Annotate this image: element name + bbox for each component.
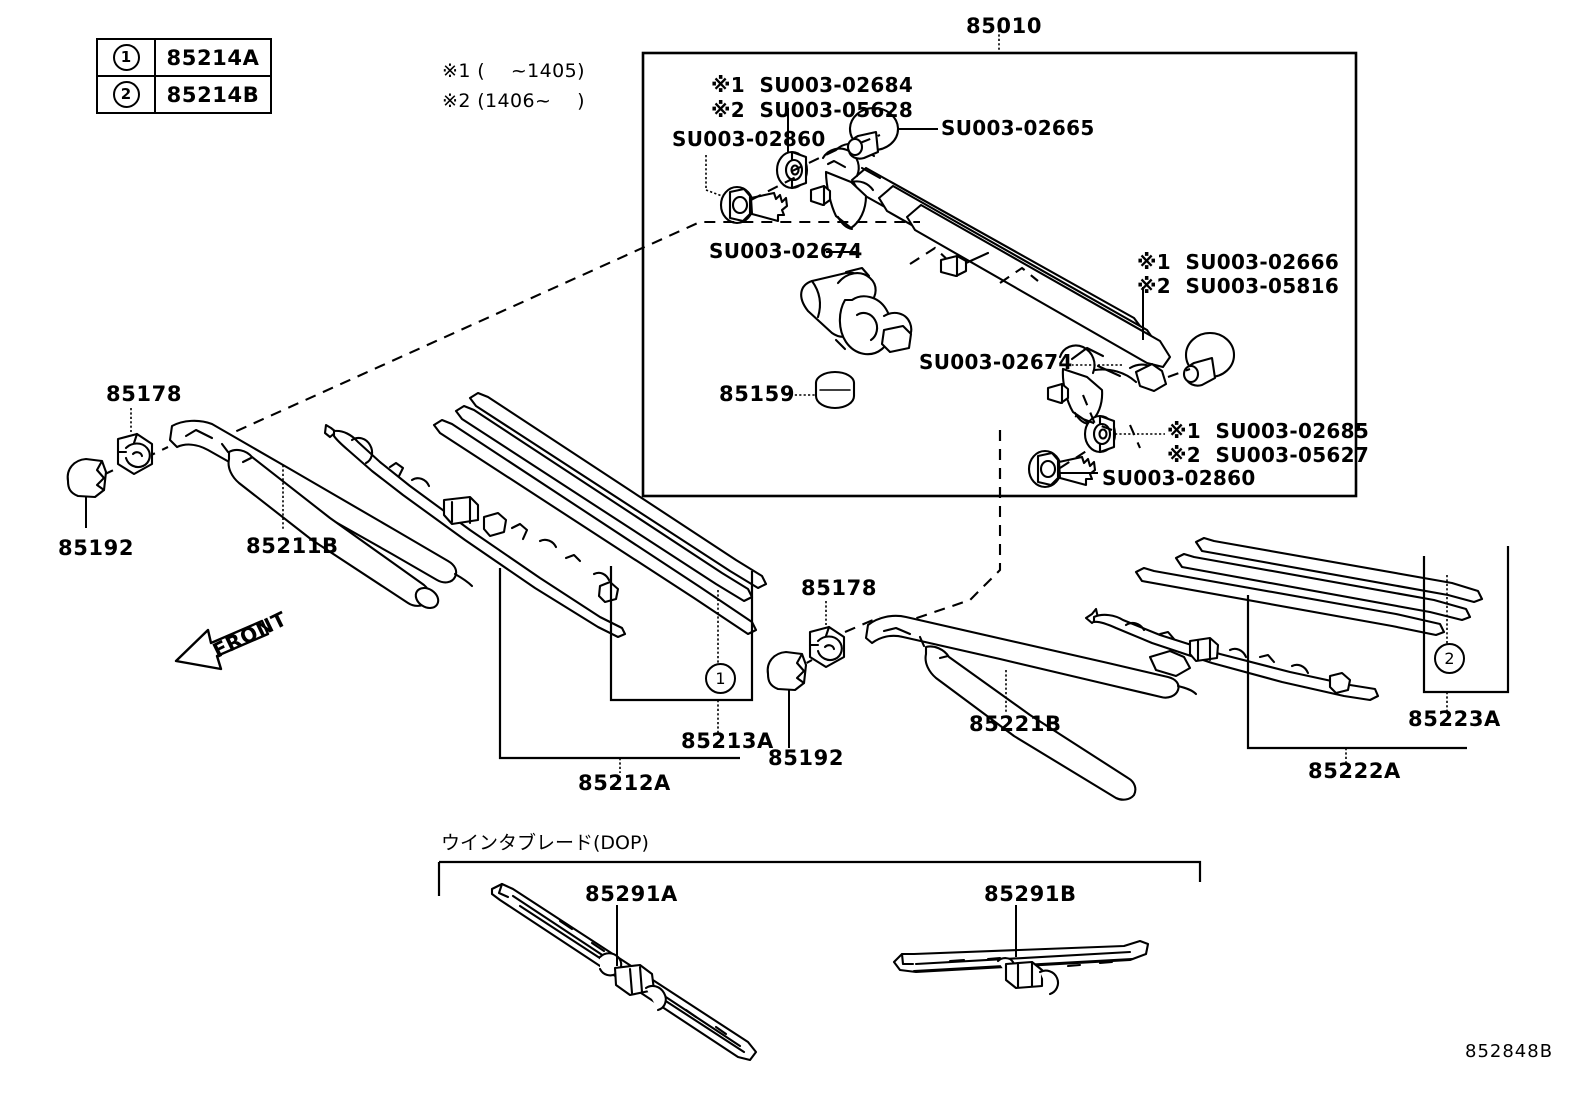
label-85159: 85159 bbox=[719, 382, 796, 406]
right-wiper-arm bbox=[864, 614, 1198, 801]
label-85212A: 85212A bbox=[578, 771, 671, 795]
label-85213A: 85213A bbox=[681, 729, 774, 753]
label-su003-05627: ※2 SU003-05627 bbox=[1167, 443, 1370, 467]
label-su003-05816: ※2 SU003-05816 bbox=[1137, 274, 1340, 298]
legend-mark-cell: 1 bbox=[98, 40, 156, 75]
label-su003-02684: ※1 SU003-02684 bbox=[711, 73, 914, 97]
label-85211B: 85211B bbox=[246, 534, 339, 558]
right-grouping-brackets bbox=[1246, 546, 1510, 763]
label-85221B: 85221B bbox=[969, 712, 1062, 736]
wiper-motor bbox=[800, 266, 913, 356]
label-su003-02666: ※1 SU003-02666 bbox=[1137, 250, 1340, 274]
label-85222A: 85222A bbox=[1308, 759, 1401, 783]
label-su003-05628: ※2 SU003-05628 bbox=[711, 98, 914, 122]
label-85192-right: 85192 bbox=[768, 746, 845, 770]
note-date-range-2: ※2 (1406~ ) bbox=[442, 90, 585, 112]
label-85178-right: 85178 bbox=[801, 576, 878, 600]
dop-section-bracket bbox=[437, 860, 1202, 896]
circled-marker-2: 2 bbox=[1434, 643, 1465, 674]
label-su003-02860-top: SU003-02860 bbox=[672, 127, 826, 151]
left-grouping-brackets bbox=[498, 566, 754, 773]
label-su003-02674-right: SU003-02674 bbox=[919, 350, 1073, 374]
right-wiper-blade bbox=[1084, 536, 1484, 702]
label-85010: 85010 bbox=[966, 14, 1043, 38]
legend-row: 1 85214A bbox=[98, 40, 270, 75]
diagram-code: 852848B bbox=[1465, 1041, 1554, 1062]
bolt-upper-su003-02860 bbox=[719, 185, 789, 225]
cap-right bbox=[1182, 331, 1236, 387]
circled-marker-1: 1 bbox=[705, 663, 736, 694]
dop-blade-left-85291A bbox=[490, 882, 758, 1062]
left-wiper-blade bbox=[323, 391, 768, 639]
leader-lines bbox=[85, 108, 1165, 966]
dop-blade-right-85291B bbox=[892, 939, 1150, 996]
legend-part-number: 85214A bbox=[166, 45, 260, 70]
label-su003-02860-bottom: SU003-02860 bbox=[1102, 466, 1256, 490]
label-85178-left: 85178 bbox=[106, 382, 183, 406]
label-85223A: 85223A bbox=[1408, 707, 1501, 731]
label-su003-02685: ※1 SU003-02685 bbox=[1167, 419, 1370, 443]
dop-section-title: ウインタブレード(DOP) bbox=[441, 832, 649, 854]
cap-85192-left bbox=[66, 457, 108, 499]
label-su003-02665: SU003-02665 bbox=[941, 116, 1095, 140]
grommet-85159 bbox=[814, 370, 856, 410]
label-su003-02674-left: SU003-02674 bbox=[709, 239, 863, 263]
nut-85178-left bbox=[116, 432, 154, 476]
legend-table: 1 85214A 2 85214B bbox=[96, 38, 272, 114]
left-wiper-arm bbox=[168, 419, 474, 610]
legend-mark-cell: 2 bbox=[98, 77, 156, 112]
wiper-linkage-assembly bbox=[719, 106, 1236, 489]
note-date-range-1: ※1 ( ~1405) bbox=[442, 60, 585, 82]
cap-85192-right bbox=[766, 650, 808, 692]
circled-number-1: 1 bbox=[112, 44, 140, 71]
label-85291A: 85291A bbox=[585, 882, 678, 906]
legend-part-number: 85214B bbox=[166, 82, 260, 107]
label-85192-left: 85192 bbox=[58, 536, 135, 560]
circled-number-2: 2 bbox=[112, 81, 140, 108]
nut-85178-right bbox=[808, 625, 846, 669]
label-85291B: 85291B bbox=[984, 882, 1077, 906]
legend-row: 2 85214B bbox=[98, 75, 270, 112]
